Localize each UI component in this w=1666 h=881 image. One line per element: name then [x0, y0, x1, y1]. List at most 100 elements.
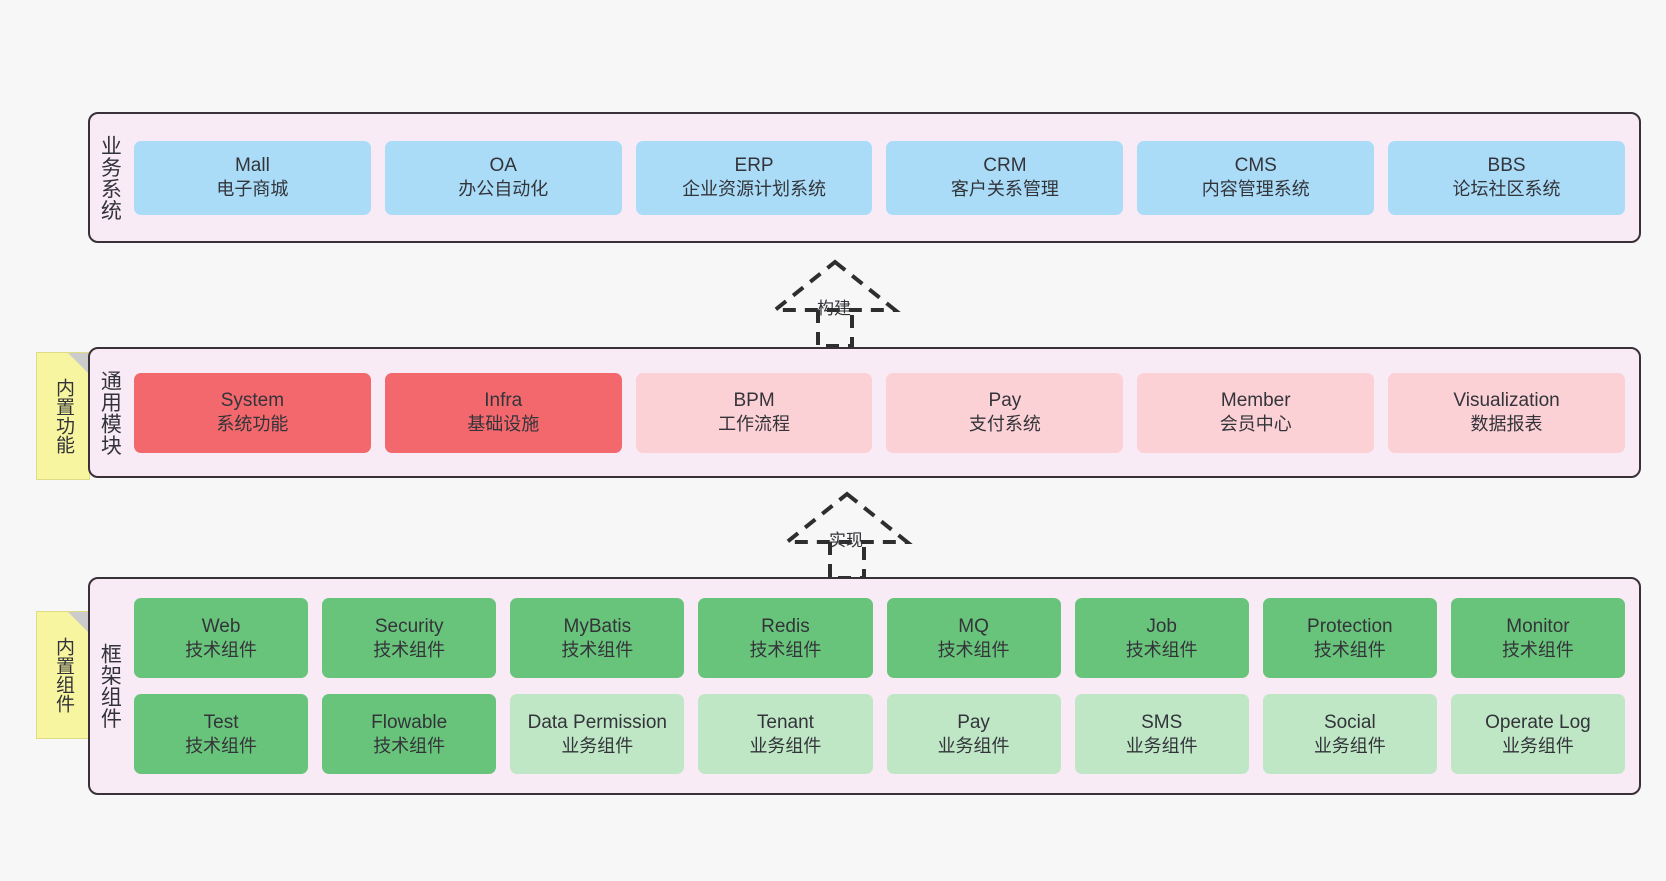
arrow-build: 构建 [745, 258, 925, 348]
card-redis[interactable]: Redis 技术组件 [698, 598, 873, 678]
card-visualization-name: Visualization [1453, 390, 1560, 412]
layer-common-body: System 系统功能 Infra 基础设施 BPM 工作流程 Pay 支付系统… [128, 349, 1639, 476]
card-erp-name: ERP [734, 155, 774, 177]
card-bbs[interactable]: BBS 论坛社区系统 [1388, 140, 1625, 215]
card-monitor[interactable]: Monitor 技术组件 [1450, 598, 1625, 678]
card-mybatis-sub: 技术组件 [561, 639, 634, 660]
card-mall[interactable]: Mall 电子商城 [134, 140, 371, 215]
card-mybatis[interactable]: MyBatis 技术组件 [510, 598, 685, 678]
card-security[interactable]: Security 技术组件 [322, 598, 497, 678]
note-builtin-components-label: 内置组件 [53, 637, 75, 713]
card-web[interactable]: Web 技术组件 [134, 598, 309, 678]
card-mq-sub: 技术组件 [937, 639, 1010, 660]
card-cms[interactable]: CMS 内容管理系统 [1137, 140, 1375, 215]
card-pay-module[interactable]: Pay 支付系统 [886, 372, 1124, 453]
card-mall-name: Mall [234, 155, 270, 177]
card-mq[interactable]: MQ 技术组件 [886, 598, 1061, 678]
card-monitor-sub: 技术组件 [1501, 639, 1574, 660]
card-member[interactable]: Member 会员中心 [1137, 372, 1375, 453]
card-mq-name: MQ [958, 615, 989, 637]
card-bbs-sub: 论坛社区系统 [1452, 179, 1561, 200]
card-protection-name: Protection [1307, 615, 1393, 637]
layer-business-row: Mall 电子商城 OA 办公自动化 ERP 企业资源计划系统 CRM 客户关系… [134, 140, 1625, 215]
card-data-permission[interactable]: Data Permission 业务组件 [510, 694, 685, 774]
card-infra[interactable]: Infra 基础设施 [384, 372, 622, 453]
layer-framework-title: 框架组件 [98, 643, 122, 729]
layer-business: 业务系统 Mall 电子商城 OA 办公自动化 ERP 企业资源计划系统 CRM… [88, 112, 1641, 243]
card-web-sub: 技术组件 [185, 639, 258, 660]
layer-common-row: System 系统功能 Infra 基础设施 BPM 工作流程 Pay 支付系统… [134, 372, 1625, 453]
note-builtin-features: 内置功能 [36, 352, 90, 480]
card-data-permission-sub: 业务组件 [561, 735, 634, 756]
layer-common-title: 通用模块 [98, 369, 122, 456]
card-infra-sub: 基础设施 [467, 414, 540, 435]
card-oa[interactable]: OA 办公自动化 [384, 140, 622, 215]
card-operate-log-name: Operate Log [1485, 711, 1591, 733]
card-erp[interactable]: ERP 企业资源计划系统 [635, 140, 873, 215]
card-oa-sub: 办公自动化 [458, 179, 549, 200]
card-redis-sub: 技术组件 [749, 639, 822, 660]
card-flowable-name: Flowable [371, 711, 448, 733]
card-sms-name: SMS [1141, 711, 1183, 733]
card-crm-sub: 客户关系管理 [950, 179, 1059, 200]
arrow-build-label: 构建 [817, 299, 851, 318]
card-protection-sub: 技术组件 [1313, 639, 1386, 660]
card-cms-sub: 内容管理系统 [1201, 179, 1310, 200]
card-flowable[interactable]: Flowable 技术组件 [322, 694, 497, 774]
card-tenant[interactable]: Tenant 业务组件 [698, 694, 873, 774]
card-tenant-name: Tenant [756, 711, 814, 733]
arrow-implements-label: 实现 [829, 531, 863, 550]
card-sms-sub: 业务组件 [1125, 735, 1198, 756]
card-crm[interactable]: CRM 客户关系管理 [886, 140, 1124, 215]
layer-business-body: Mall 电子商城 OA 办公自动化 ERP 企业资源计划系统 CRM 客户关系… [128, 114, 1639, 241]
card-monitor-name: Monitor [1506, 615, 1570, 637]
card-pay-component[interactable]: Pay 业务组件 [886, 694, 1061, 774]
card-operate-log[interactable]: Operate Log 业务组件 [1450, 694, 1625, 774]
card-pay-component-name: Pay [957, 711, 990, 733]
layer-business-title: 业务系统 [98, 134, 122, 221]
card-flowable-sub: 技术组件 [373, 735, 446, 756]
card-redis-name: Redis [761, 615, 810, 637]
card-test[interactable]: Test 技术组件 [134, 694, 309, 774]
card-security-sub: 技术组件 [373, 639, 446, 660]
card-mybatis-name: MyBatis [563, 615, 632, 637]
card-cms-name: CMS [1234, 155, 1277, 177]
layer-framework-row-technical: Web 技术组件 Security 技术组件 MyBatis 技术组件 Redi… [134, 598, 1625, 678]
card-social-sub: 业务组件 [1313, 735, 1386, 756]
card-visualization-sub: 数据报表 [1470, 414, 1543, 435]
card-infra-name: Infra [484, 390, 523, 412]
layer-framework-row-business: Test 技术组件 Flowable 技术组件 Data Permission … [134, 694, 1625, 774]
card-pay-module-name: Pay [988, 390, 1022, 412]
card-system-name: System [220, 390, 285, 412]
card-mall-sub: 电子商城 [216, 179, 289, 200]
card-tenant-sub: 业务组件 [749, 735, 822, 756]
layer-common-modules: 通用模块 System 系统功能 Infra 基础设施 BPM 工作流程 Pay… [88, 347, 1641, 478]
card-protection[interactable]: Protection 技术组件 [1262, 598, 1437, 678]
card-bpm-name: BPM [733, 390, 775, 412]
card-job[interactable]: Job 技术组件 [1074, 598, 1249, 678]
card-crm-name: CRM [983, 155, 1027, 177]
card-operate-log-sub: 业务组件 [1501, 735, 1574, 756]
layer-framework-body: Web 技术组件 Security 技术组件 MyBatis 技术组件 Redi… [128, 579, 1639, 793]
note-fold-icon [68, 353, 89, 374]
card-bpm-sub: 工作流程 [718, 414, 791, 435]
card-system[interactable]: System 系统功能 [134, 372, 371, 453]
card-job-name: Job [1146, 615, 1177, 637]
card-visualization[interactable]: Visualization 数据报表 [1388, 372, 1625, 453]
card-sms[interactable]: SMS 业务组件 [1074, 694, 1249, 774]
note-builtin-components: 内置组件 [36, 611, 90, 739]
layer-framework-components: 框架组件 Web 技术组件 Security 技术组件 MyBatis 技术组件… [88, 577, 1641, 795]
card-social[interactable]: Social 业务组件 [1262, 694, 1437, 774]
note-fold-icon [68, 612, 89, 633]
card-bpm[interactable]: BPM 工作流程 [635, 372, 873, 453]
card-job-sub: 技术组件 [1125, 639, 1198, 660]
note-builtin-features-label: 内置功能 [53, 378, 75, 454]
card-data-permission-name: Data Permission [527, 711, 667, 733]
card-pay-component-sub: 业务组件 [937, 735, 1010, 756]
card-web-name: Web [201, 615, 241, 637]
card-social-name: Social [1323, 711, 1376, 733]
card-erp-sub: 企业资源计划系统 [682, 179, 827, 200]
card-oa-name: OA [489, 155, 517, 177]
card-member-name: Member [1220, 390, 1291, 412]
